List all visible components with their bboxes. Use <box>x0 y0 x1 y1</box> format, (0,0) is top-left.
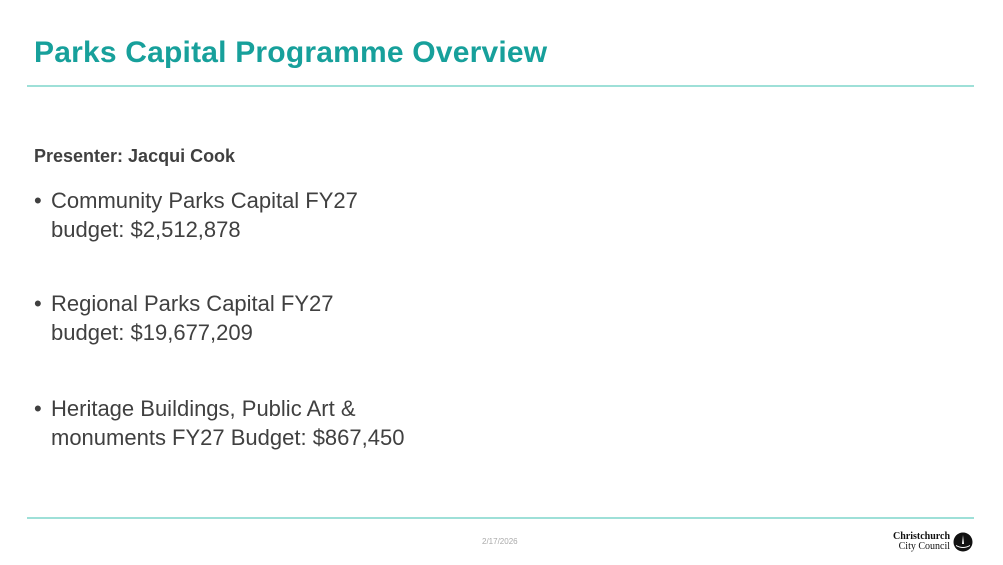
bullet-text: Regional Parks Capital FY27 <box>51 291 334 316</box>
header-divider <box>27 85 974 87</box>
bullet-text: monuments FY27 Budget: $867,450 <box>51 425 405 450</box>
bullet-dot: • <box>34 396 42 421</box>
bullet-item: • Heritage Buildings, Public Art & monum… <box>34 394 404 452</box>
bullet-text: budget: $2,512,878 <box>51 217 241 242</box>
footer-divider <box>27 517 974 519</box>
council-emblem-icon <box>953 532 973 552</box>
bullet-item: • Community Parks Capital FY27 budget: $… <box>34 186 358 244</box>
christchurch-city-council-logo: Christchurch City Council <box>893 532 973 552</box>
logo-line1: Christchurch <box>893 531 951 542</box>
bullet-text: budget: $19,677,209 <box>51 320 253 345</box>
slide-title: Parks Capital Programme Overview <box>34 36 548 69</box>
bullet-text: Community Parks Capital FY27 <box>51 188 358 213</box>
bullet-dot: • <box>34 291 42 316</box>
presenter-label: Presenter: Jacqui Cook <box>34 146 236 166</box>
bullet-item: • Regional Parks Capital FY27 budget: $1… <box>34 289 333 347</box>
bullet-text: Heritage Buildings, Public Art & <box>51 396 356 421</box>
bullet-dot: • <box>34 188 42 213</box>
logo-line2: City Council <box>898 541 951 552</box>
slide-date: 2/17/2026 <box>482 537 518 546</box>
